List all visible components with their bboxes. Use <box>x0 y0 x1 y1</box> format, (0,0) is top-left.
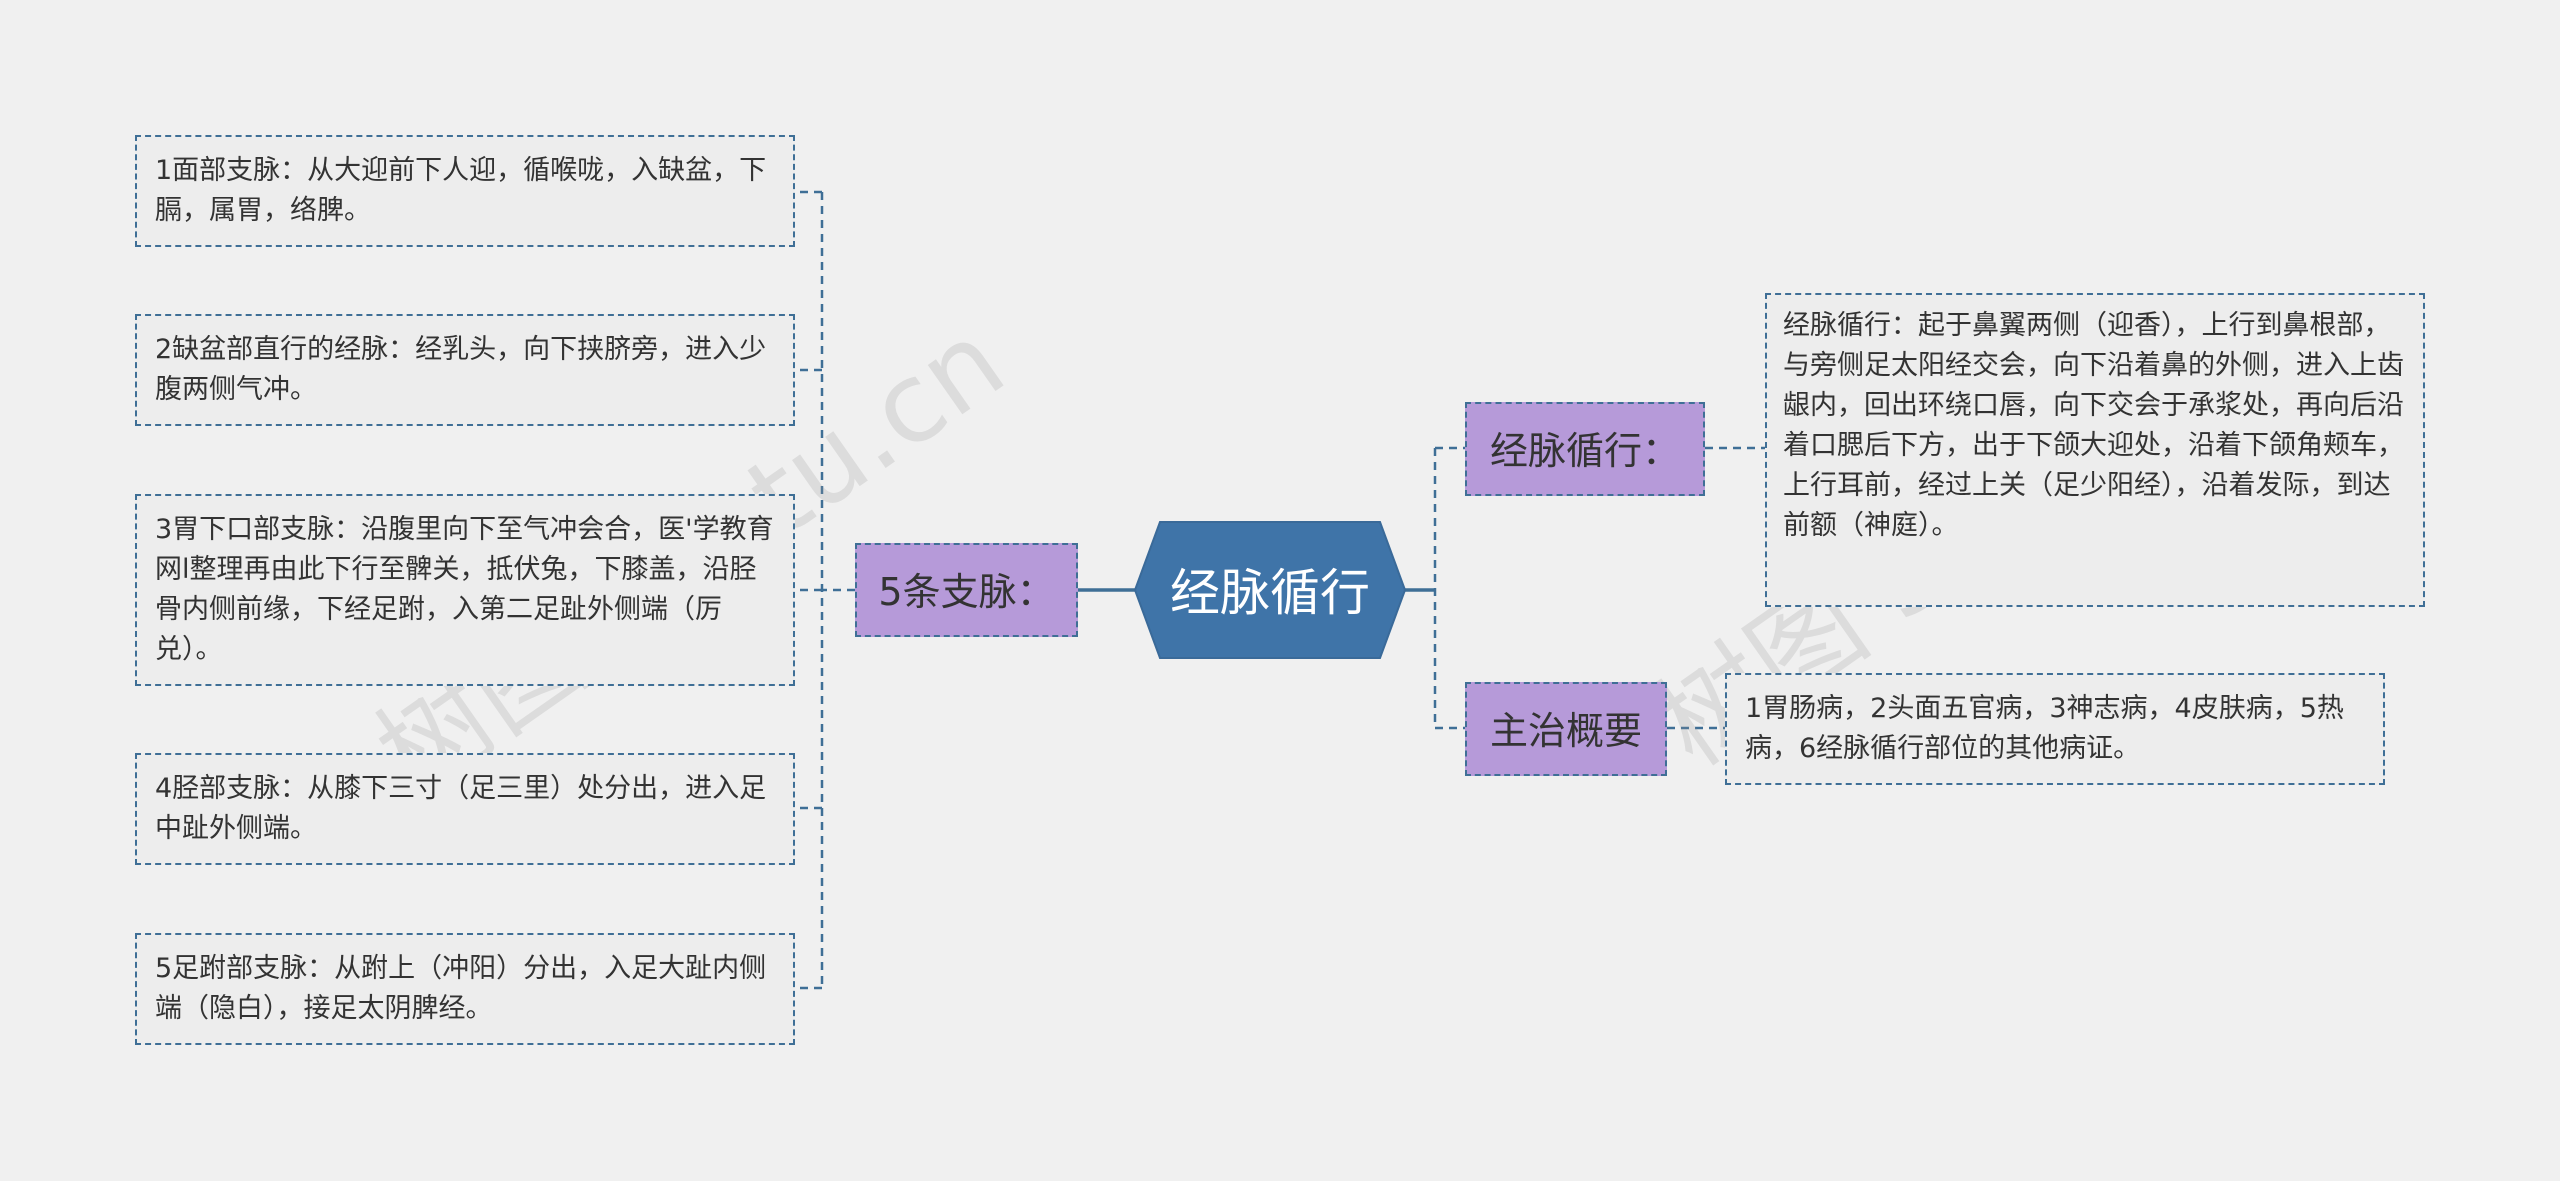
center-node-shape <box>1133 521 1407 659</box>
branch-node-5-branches[interactable]: 5条支脉： <box>855 543 1078 637</box>
leaf-node-supraclavicular-branch[interactable]: 2缺盆部直行的经脉：经乳头，向下挟脐旁，进入少腹两侧气冲。 <box>135 314 795 426</box>
leaf-node-foot-branch[interactable]: 5足跗部支脉：从跗上（冲阳）分出，入足大趾内侧端（隐白），接足太阴脾经。 <box>135 933 795 1045</box>
center-node[interactable]: 经脉循行 <box>1170 564 1370 622</box>
branch-node-meridian-course[interactable]: 经脉循行： <box>1465 402 1705 496</box>
leaf-node-indications[interactable]: 1胃肠病，2头面五官病，3神志病，4皮肤病，5热病，6经脉循行部位的其他病证。 <box>1725 673 2385 785</box>
leaf-node-meridian-course[interactable]: 经脉循行：起于鼻翼两侧（迎香），上行到鼻根部，与旁侧足太阳经交会，向下沿着鼻的外… <box>1765 293 2425 607</box>
leaf-node-facial-branch[interactable]: 1面部支脉：从大迎前下人迎，循喉咙，入缺盆，下膈，属胃，络脾。 <box>135 135 795 247</box>
leaf-node-stomach-branch[interactable]: 3胃下口部支脉：沿腹里向下至气冲会合，医'学教育网l整理再由此下行至髀关，抵伏兔… <box>135 494 795 686</box>
branch-node-indications[interactable]: 主治概要 <box>1465 682 1667 776</box>
leaf-node-shin-branch[interactable]: 4胫部支脉：从膝下三寸（足三里）处分出，进入足中趾外侧端。 <box>135 753 795 865</box>
